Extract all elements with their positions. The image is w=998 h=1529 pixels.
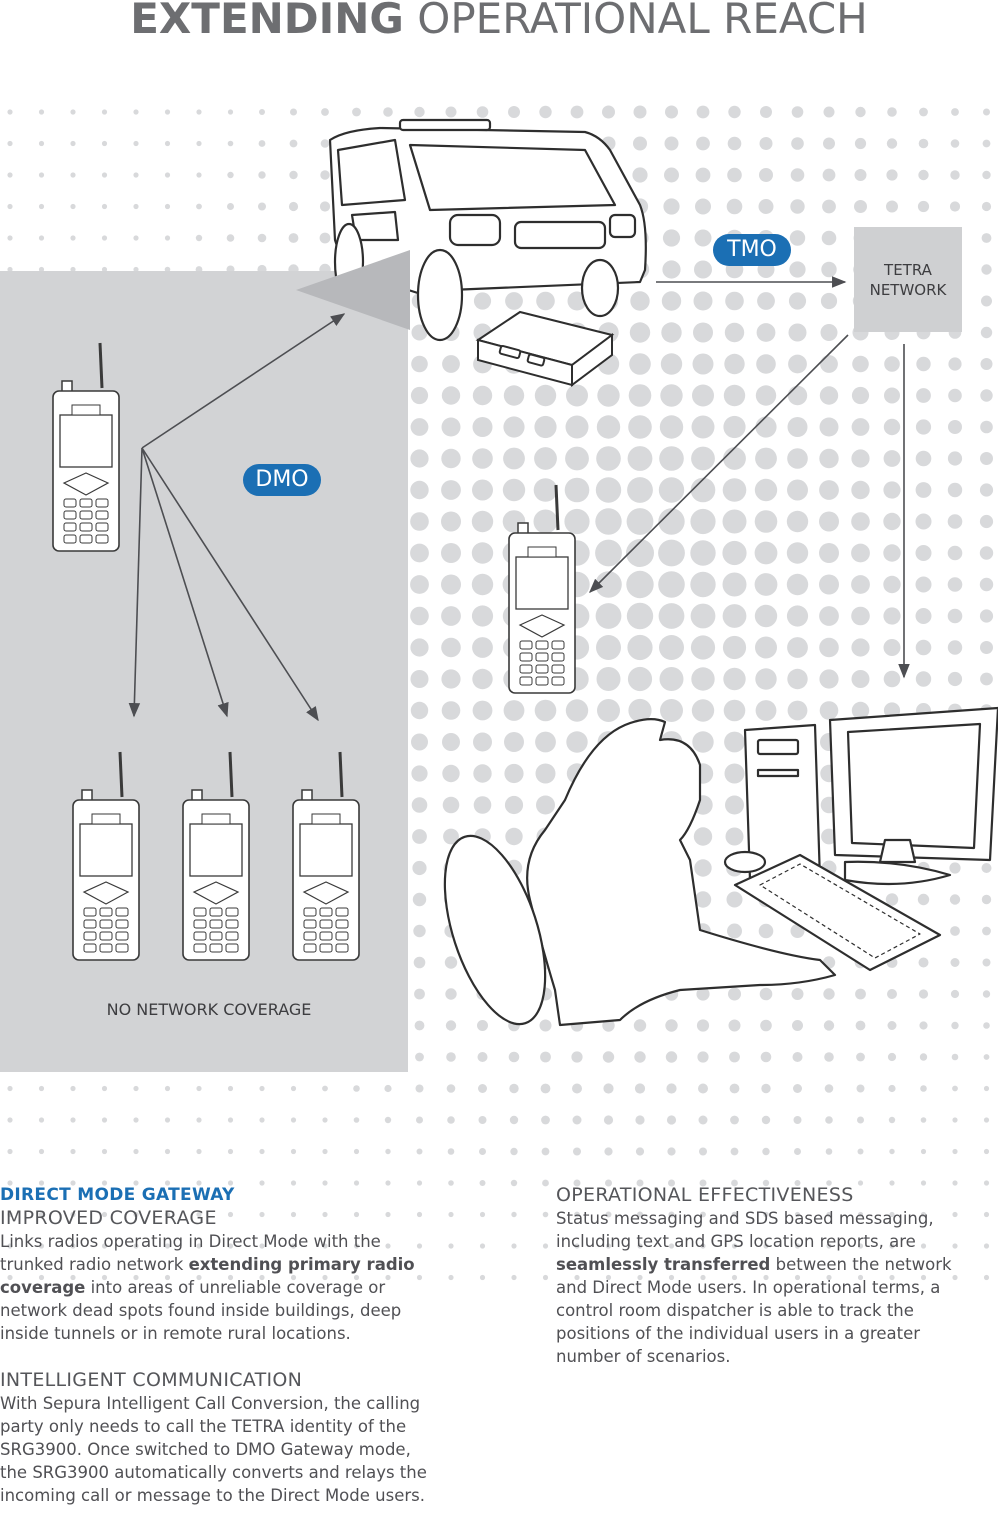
dispatcher-illustration [443, 706, 998, 1027]
radio-network [507, 483, 577, 695]
operational-effectiveness-heading: OPERATIONAL EFFECTIVENESS [556, 1184, 854, 1206]
beam-wedge [296, 250, 410, 330]
tetra-network-box: TETRA NETWORK [854, 227, 962, 332]
dmo-badge: DMO [243, 464, 321, 496]
radio-dmo-3 [291, 750, 361, 962]
improved-coverage-text: Links radios operating in Direct Mode wi… [0, 1232, 415, 1343]
improved-coverage-heading: IMPROVED COVERAGE [0, 1207, 217, 1229]
operational-effectiveness-text: Status messaging and SDS based messaging… [556, 1209, 952, 1366]
radio-dmo-2 [181, 750, 251, 962]
arrow-dmo-2 [141, 447, 229, 718]
arrow-dmo-1 [128, 447, 143, 718]
title-bold: EXTENDING [130, 0, 404, 43]
tmo-badge: TMO [713, 234, 791, 266]
arrow-dmo-to-gateway [141, 313, 346, 449]
arrow-network-to-radio [588, 334, 849, 594]
left-text-column: DIRECT MODE GATEWAY IMPROVED COVERAGE Li… [0, 1184, 440, 1507]
intelligent-communication-heading: INTELLIGENT COMMUNICATION [0, 1369, 303, 1391]
intelligent-communication-text: With Sepura Intelligent Call Conversion,… [0, 1394, 427, 1505]
gateway-device-illustration [475, 310, 615, 387]
arrow-dmo-3 [141, 447, 319, 722]
link-arrows [128, 276, 910, 722]
right-text-column: OPERATIONAL EFFECTIVENESS Status messagi… [556, 1184, 976, 1368]
title-light: OPERATIONAL REACH [417, 0, 868, 43]
radio-dmo-source [51, 341, 121, 553]
no-coverage-label: NO NETWORK COVERAGE [106, 1000, 312, 1019]
page-title: EXTENDING OPERATIONAL REACH [0, 0, 998, 43]
section-heading: DIRECT MODE GATEWAY [0, 1185, 235, 1205]
radio-dmo-1 [71, 750, 141, 962]
tetra-network-label: TETRA NETWORK [869, 260, 947, 299]
